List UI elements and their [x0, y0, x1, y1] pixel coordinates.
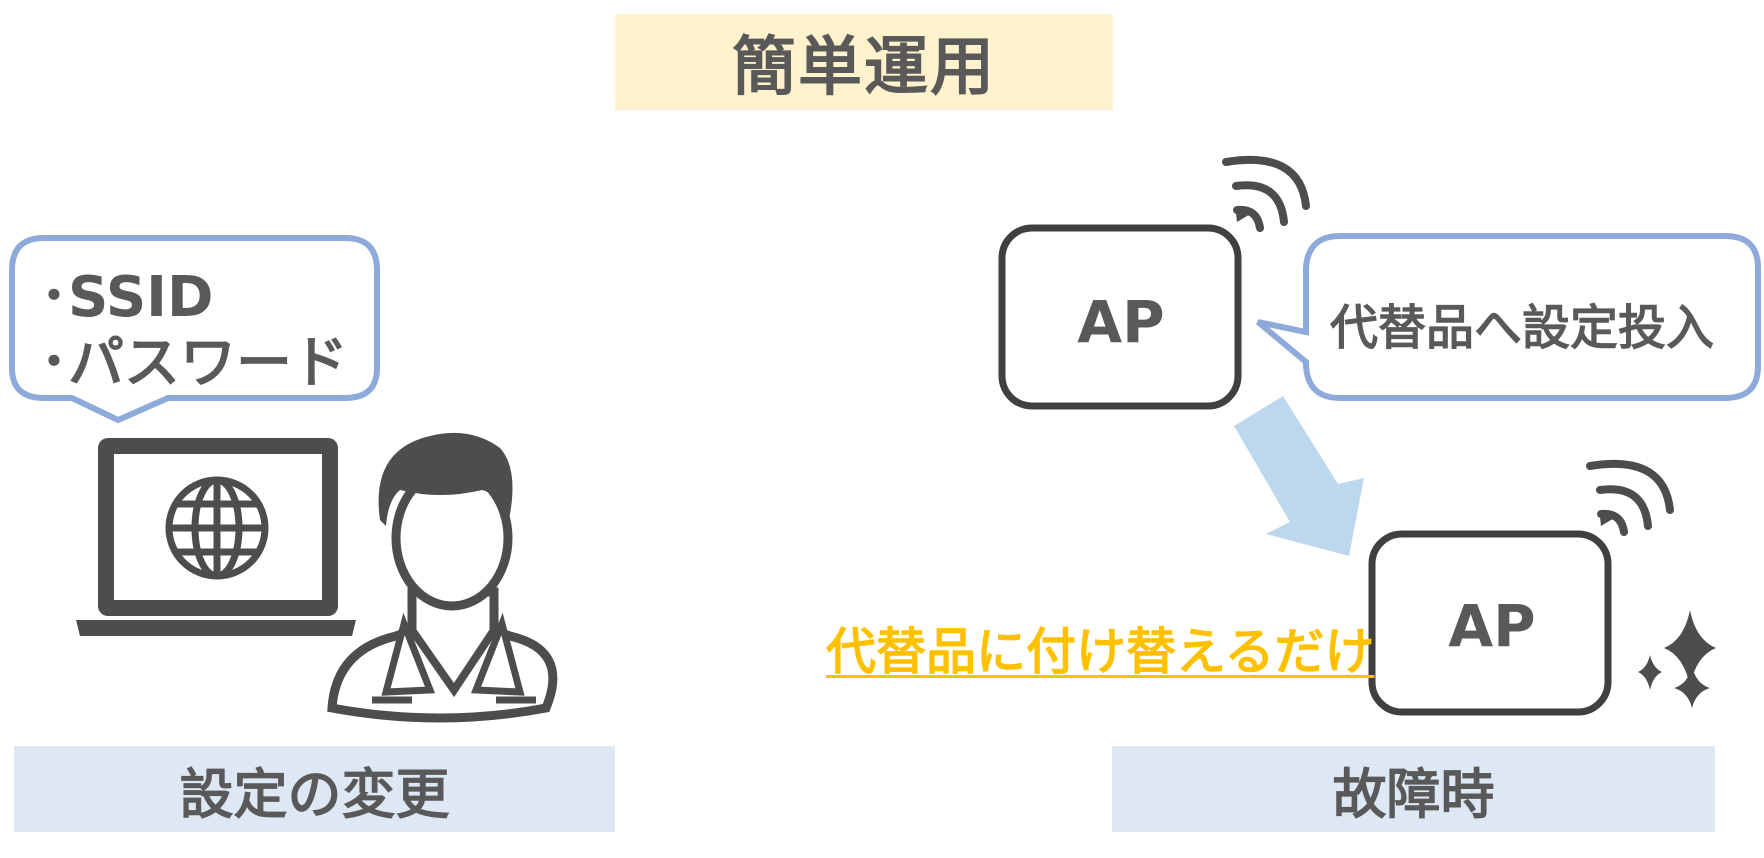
- ap-device-top: [998, 224, 1242, 410]
- replace-arrow: [1234, 396, 1364, 556]
- ap-device-bottom: [1368, 530, 1612, 716]
- caption-left-label: 設定の変更: [179, 762, 450, 826]
- wifi-icon-bottom: [1586, 459, 1674, 536]
- caption-settings-change: 設定の変更: [14, 746, 615, 832]
- right-speech-bubble: [1256, 233, 1761, 401]
- left-speech-bubble: [9, 235, 380, 424]
- globe-icon: [165, 476, 269, 580]
- sparkle-icon: [1638, 610, 1716, 708]
- page-title: 簡単運用: [732, 31, 996, 105]
- ap-label-top: AP: [1077, 288, 1165, 356]
- bubble-text-config: 代替品へ設定投入: [1330, 300, 1715, 356]
- caption-failure: 故障時: [1112, 746, 1715, 832]
- wifi-icon-top: [1222, 155, 1310, 232]
- person-icon: [327, 432, 558, 723]
- caption-right-label: 故障時: [1332, 762, 1495, 826]
- ap-label-bottom: AP: [1448, 592, 1536, 660]
- bubble-line-password: ･パスワード: [40, 331, 348, 396]
- bubble-line-ssid: ･SSID: [40, 265, 214, 330]
- title-banner: 簡単運用: [615, 14, 1113, 110]
- replacement-note: 代替品に付け替えるだけ: [826, 623, 1375, 681]
